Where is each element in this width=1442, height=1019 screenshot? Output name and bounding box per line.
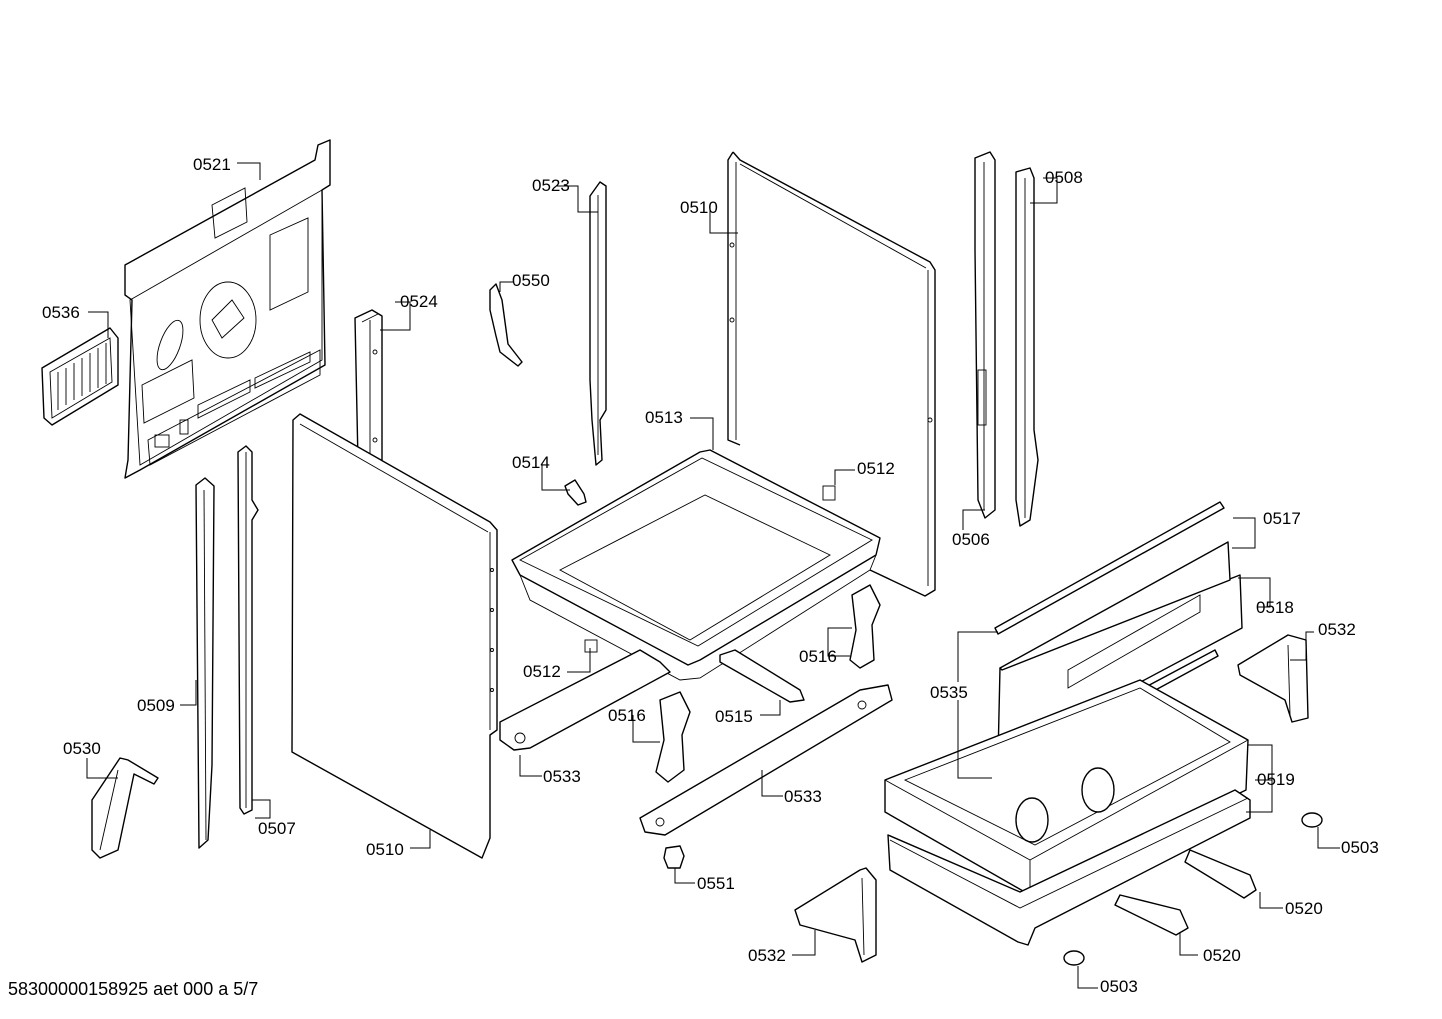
label-0533-left: 0533 — [543, 767, 581, 786]
label-0506: 0506 — [952, 530, 990, 549]
part-0533-rail-right — [639, 684, 893, 836]
part-0524-rail — [354, 309, 383, 469]
part-0523-rail — [589, 181, 607, 466]
label-0503-right: 0503 — [1341, 838, 1379, 857]
document-footer-id: 58300000158925 aet 000 a 5/7 — [8, 979, 259, 999]
leader-lines — [86, 162, 1340, 989]
label-0530: 0530 — [63, 739, 101, 758]
label-0516-left: 0516 — [608, 706, 646, 725]
label-0524: 0524 — [400, 292, 438, 311]
part-0515-rail — [719, 649, 805, 703]
label-0512-right: 0512 — [857, 459, 895, 478]
part-0509-trim-strip — [195, 477, 215, 849]
label-0513: 0513 — [645, 408, 683, 427]
label-0520-right: 0520 — [1285, 899, 1323, 918]
label-0523: 0523 — [532, 176, 570, 195]
label-0510-side: 0510 — [366, 840, 404, 859]
label-0550: 0550 — [512, 271, 550, 290]
label-0515: 0515 — [715, 707, 753, 726]
label-0532-right: 0532 — [1318, 620, 1356, 639]
label-0518: 0518 — [1256, 598, 1294, 617]
label-0520-bottom: 0520 — [1203, 946, 1241, 965]
part-0533-rail-left — [499, 649, 671, 751]
label-0512-left: 0512 — [523, 662, 561, 681]
label-0516-right: 0516 — [799, 647, 837, 666]
part-0532-bracket-b — [794, 867, 877, 963]
label-0521: 0521 — [193, 155, 231, 174]
part-0503-foot-a — [1301, 812, 1323, 828]
label-0503-bottom: 0503 — [1100, 977, 1138, 996]
label-0510-back: 0510 — [680, 198, 718, 217]
part-0550-clip — [489, 283, 523, 367]
label-0551: 0551 — [697, 874, 735, 893]
part-0508-rail — [1015, 167, 1039, 527]
label-0517: 0517 — [1263, 509, 1301, 528]
part-0530-bracket — [91, 757, 159, 859]
part-0503-foot-b — [1063, 950, 1085, 966]
part-labels: 0521 0536 0523 0510 0550 0524 0506 0508 … — [42, 155, 1379, 996]
part-0551-foot — [663, 845, 685, 869]
label-0519: 0519 — [1257, 770, 1295, 789]
label-0533-right: 0533 — [784, 787, 822, 806]
part-0521-back-panel — [124, 139, 331, 479]
label-0532-bottom: 0532 — [748, 946, 786, 965]
part-0507-rail — [237, 445, 259, 815]
part-0510-back-frame — [727, 151, 936, 597]
part-0519-drawer-box — [884, 679, 1249, 896]
part-0532-bracket-a — [1237, 634, 1309, 723]
part-0520-drawer-base — [887, 789, 1257, 946]
part-0510-side-panel-left — [291, 413, 498, 859]
part-0514-clip — [564, 479, 587, 506]
label-0508: 0508 — [1045, 168, 1083, 187]
label-0514: 0514 — [512, 453, 550, 472]
part-0506-rail — [974, 151, 996, 519]
label-0507: 0507 — [258, 819, 296, 838]
label-0536: 0536 — [42, 303, 80, 322]
part-0516-hinge-a — [849, 584, 881, 669]
part-0513-tray — [511, 449, 881, 681]
part-0536-vent-grille — [41, 327, 119, 426]
label-0509: 0509 — [137, 696, 175, 715]
label-0535: 0535 — [930, 683, 968, 702]
part-0516-hinge-b — [655, 691, 691, 783]
